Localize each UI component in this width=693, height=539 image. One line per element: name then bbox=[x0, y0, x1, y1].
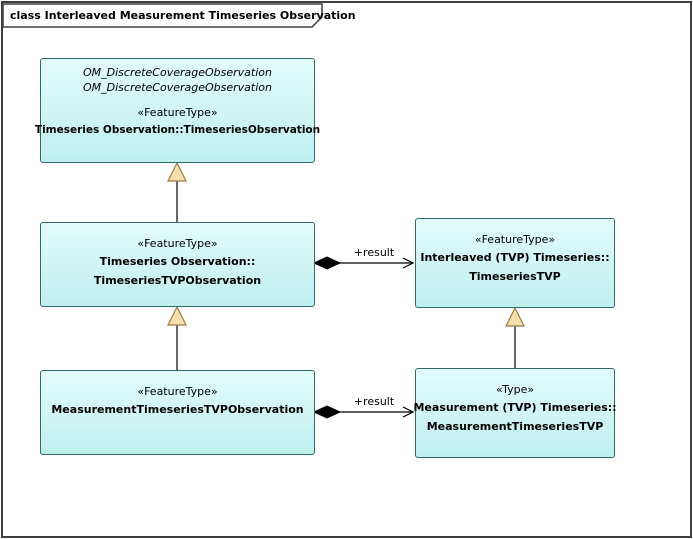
open-arrowhead-icon bbox=[402, 257, 415, 269]
open-arrowhead-icon bbox=[402, 406, 415, 418]
class-box-measurement-timeseries-tvp-observation[interactable]: «FeatureType» MeasurementTimeseriesTVPOb… bbox=[40, 370, 315, 455]
class-name: MeasurementTimeseriesTVP bbox=[426, 420, 604, 433]
generalization-arrowhead-icon bbox=[167, 161, 187, 182]
class-name: TimeseriesTVPObservation bbox=[93, 274, 262, 287]
stereotype-label: «FeatureType» bbox=[137, 385, 218, 398]
generalization-arrowhead-icon bbox=[505, 306, 525, 327]
class-box-measurement-timeseries-tvp[interactable]: «Type» Measurement (TVP) Timeseries:: Me… bbox=[413, 368, 617, 458]
class-name: Interleaved (TVP) Timeseries:: bbox=[420, 251, 610, 264]
generalization-arrowhead-icon bbox=[167, 305, 187, 326]
parent-class-name: OM_DiscreteCoverageObservation bbox=[82, 81, 272, 94]
association-role-label: +result bbox=[354, 246, 395, 259]
association-role-label: +result bbox=[354, 395, 395, 408]
frame-tab bbox=[2, 3, 323, 28]
stereotype-label: «Type» bbox=[495, 383, 535, 396]
parent-class-name: OM_DiscreteCoverageObservation bbox=[82, 66, 272, 79]
stereotype-label: «FeatureType» bbox=[137, 106, 218, 119]
composition-diamond-icon bbox=[312, 256, 342, 270]
class-box-timeseries-tvp-observation[interactable]: «FeatureType» Timeseries Observation:: T… bbox=[40, 222, 315, 307]
class-name: Timeseries Observation::TimeseriesObserv… bbox=[34, 124, 321, 136]
class-name: MeasurementTimeseriesTVPObservation bbox=[51, 403, 304, 416]
diagram-title: class Interleaved Measurement Timeseries… bbox=[10, 9, 356, 22]
class-name: Measurement (TVP) Timeseries:: bbox=[413, 401, 617, 414]
class-box-timeseries-tvp[interactable]: «FeatureType» Interleaved (TVP) Timeseri… bbox=[415, 218, 615, 308]
composition-diamond-icon bbox=[312, 405, 342, 419]
stereotype-label: «FeatureType» bbox=[474, 233, 556, 246]
class-box-timeseries-observation[interactable]: OM_DiscreteCoverageObservation OM_Discre… bbox=[35, 58, 320, 163]
stereotype-label: «FeatureType» bbox=[137, 237, 218, 250]
class-name: Timeseries Observation:: bbox=[99, 255, 256, 268]
class-name: TimeseriesTVP bbox=[469, 270, 561, 283]
